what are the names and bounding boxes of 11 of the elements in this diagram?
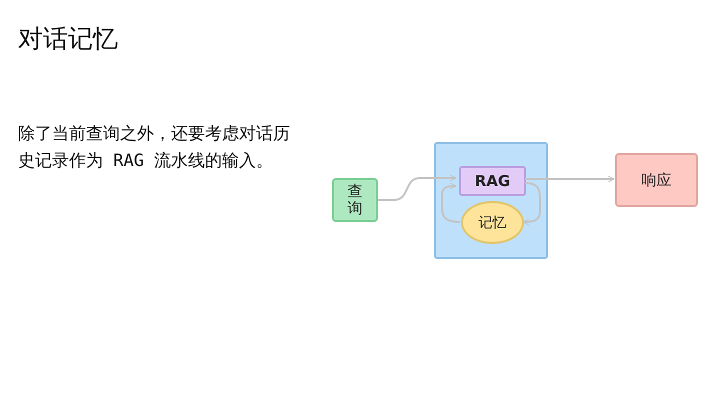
arrow (522, 182, 541, 226)
process-box: RAG (459, 166, 526, 196)
arrow (378, 174, 456, 201)
response-box: 响应 (615, 153, 698, 207)
memory-ellipse: 记忆 (461, 201, 524, 244)
query-box: 查询 (332, 178, 378, 222)
title: 对话记忆 (18, 23, 118, 55)
body-text: 除了当前查询之外，还要考虑对话历史记录作为 RAG 流水线的输入。 (18, 123, 291, 173)
container-box (434, 142, 548, 259)
arrow (441, 182, 460, 223)
arrow (525, 176, 614, 182)
